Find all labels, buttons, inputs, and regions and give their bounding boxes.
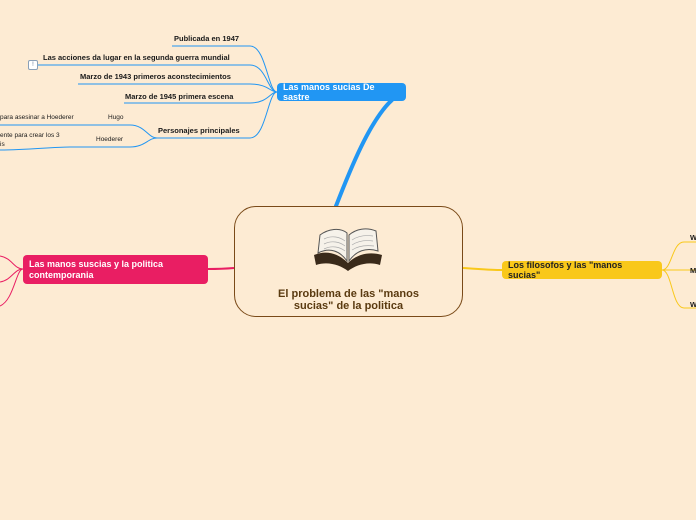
connector-central-pink xyxy=(208,268,234,269)
yellow-subtopic-3[interactable]: W xyxy=(690,300,696,309)
character-hugo-detail: para asesinar a Hoederer xyxy=(0,114,74,121)
subtopic-publicada[interactable]: Publicada en 1947 xyxy=(174,34,239,43)
yellow-subtopic-2[interactable]: M xyxy=(690,266,696,275)
yellow-subtopic-1[interactable]: W xyxy=(690,233,696,242)
character-hoederer-detail-line-1: ente para crear los 3 xyxy=(0,132,60,139)
topic-las-manos-sucias-de-sastre[interactable]: Las manos sucias De sastre xyxy=(277,83,406,101)
subtopic-personajes[interactable]: Personajes principales xyxy=(158,126,240,135)
yellow-branch-lines xyxy=(662,242,696,308)
central-topic-title: El problema de las "manos sucias" de la … xyxy=(234,288,463,312)
connector-central-blue xyxy=(336,100,392,206)
character-hoederer-detail-line-2: is xyxy=(0,141,5,148)
character-hoederer[interactable]: Hoederer xyxy=(96,136,123,143)
subtopic-marzo-1943[interactable]: Marzo de 1943 primeros aconstecimientos xyxy=(80,72,231,81)
topic-filosofos-manos-sucias[interactable]: Los filosofos y las "manos sucias" xyxy=(502,261,662,279)
character-hugo[interactable]: Hugo xyxy=(108,114,124,121)
subtopic-acciones[interactable]: Las acciones da lugar en la segunda guer… xyxy=(43,53,230,62)
subtopic-marzo-1945[interactable]: Marzo de 1945 primera escena xyxy=(125,92,233,101)
topic-politica-contemporania[interactable]: Las manos suscias y la politica contempo… xyxy=(23,255,208,284)
open-book-icon xyxy=(310,225,386,273)
note-icon[interactable]: ! xyxy=(28,60,38,70)
pink-branch-lines xyxy=(0,256,23,306)
connector-central-yellow xyxy=(463,268,502,270)
